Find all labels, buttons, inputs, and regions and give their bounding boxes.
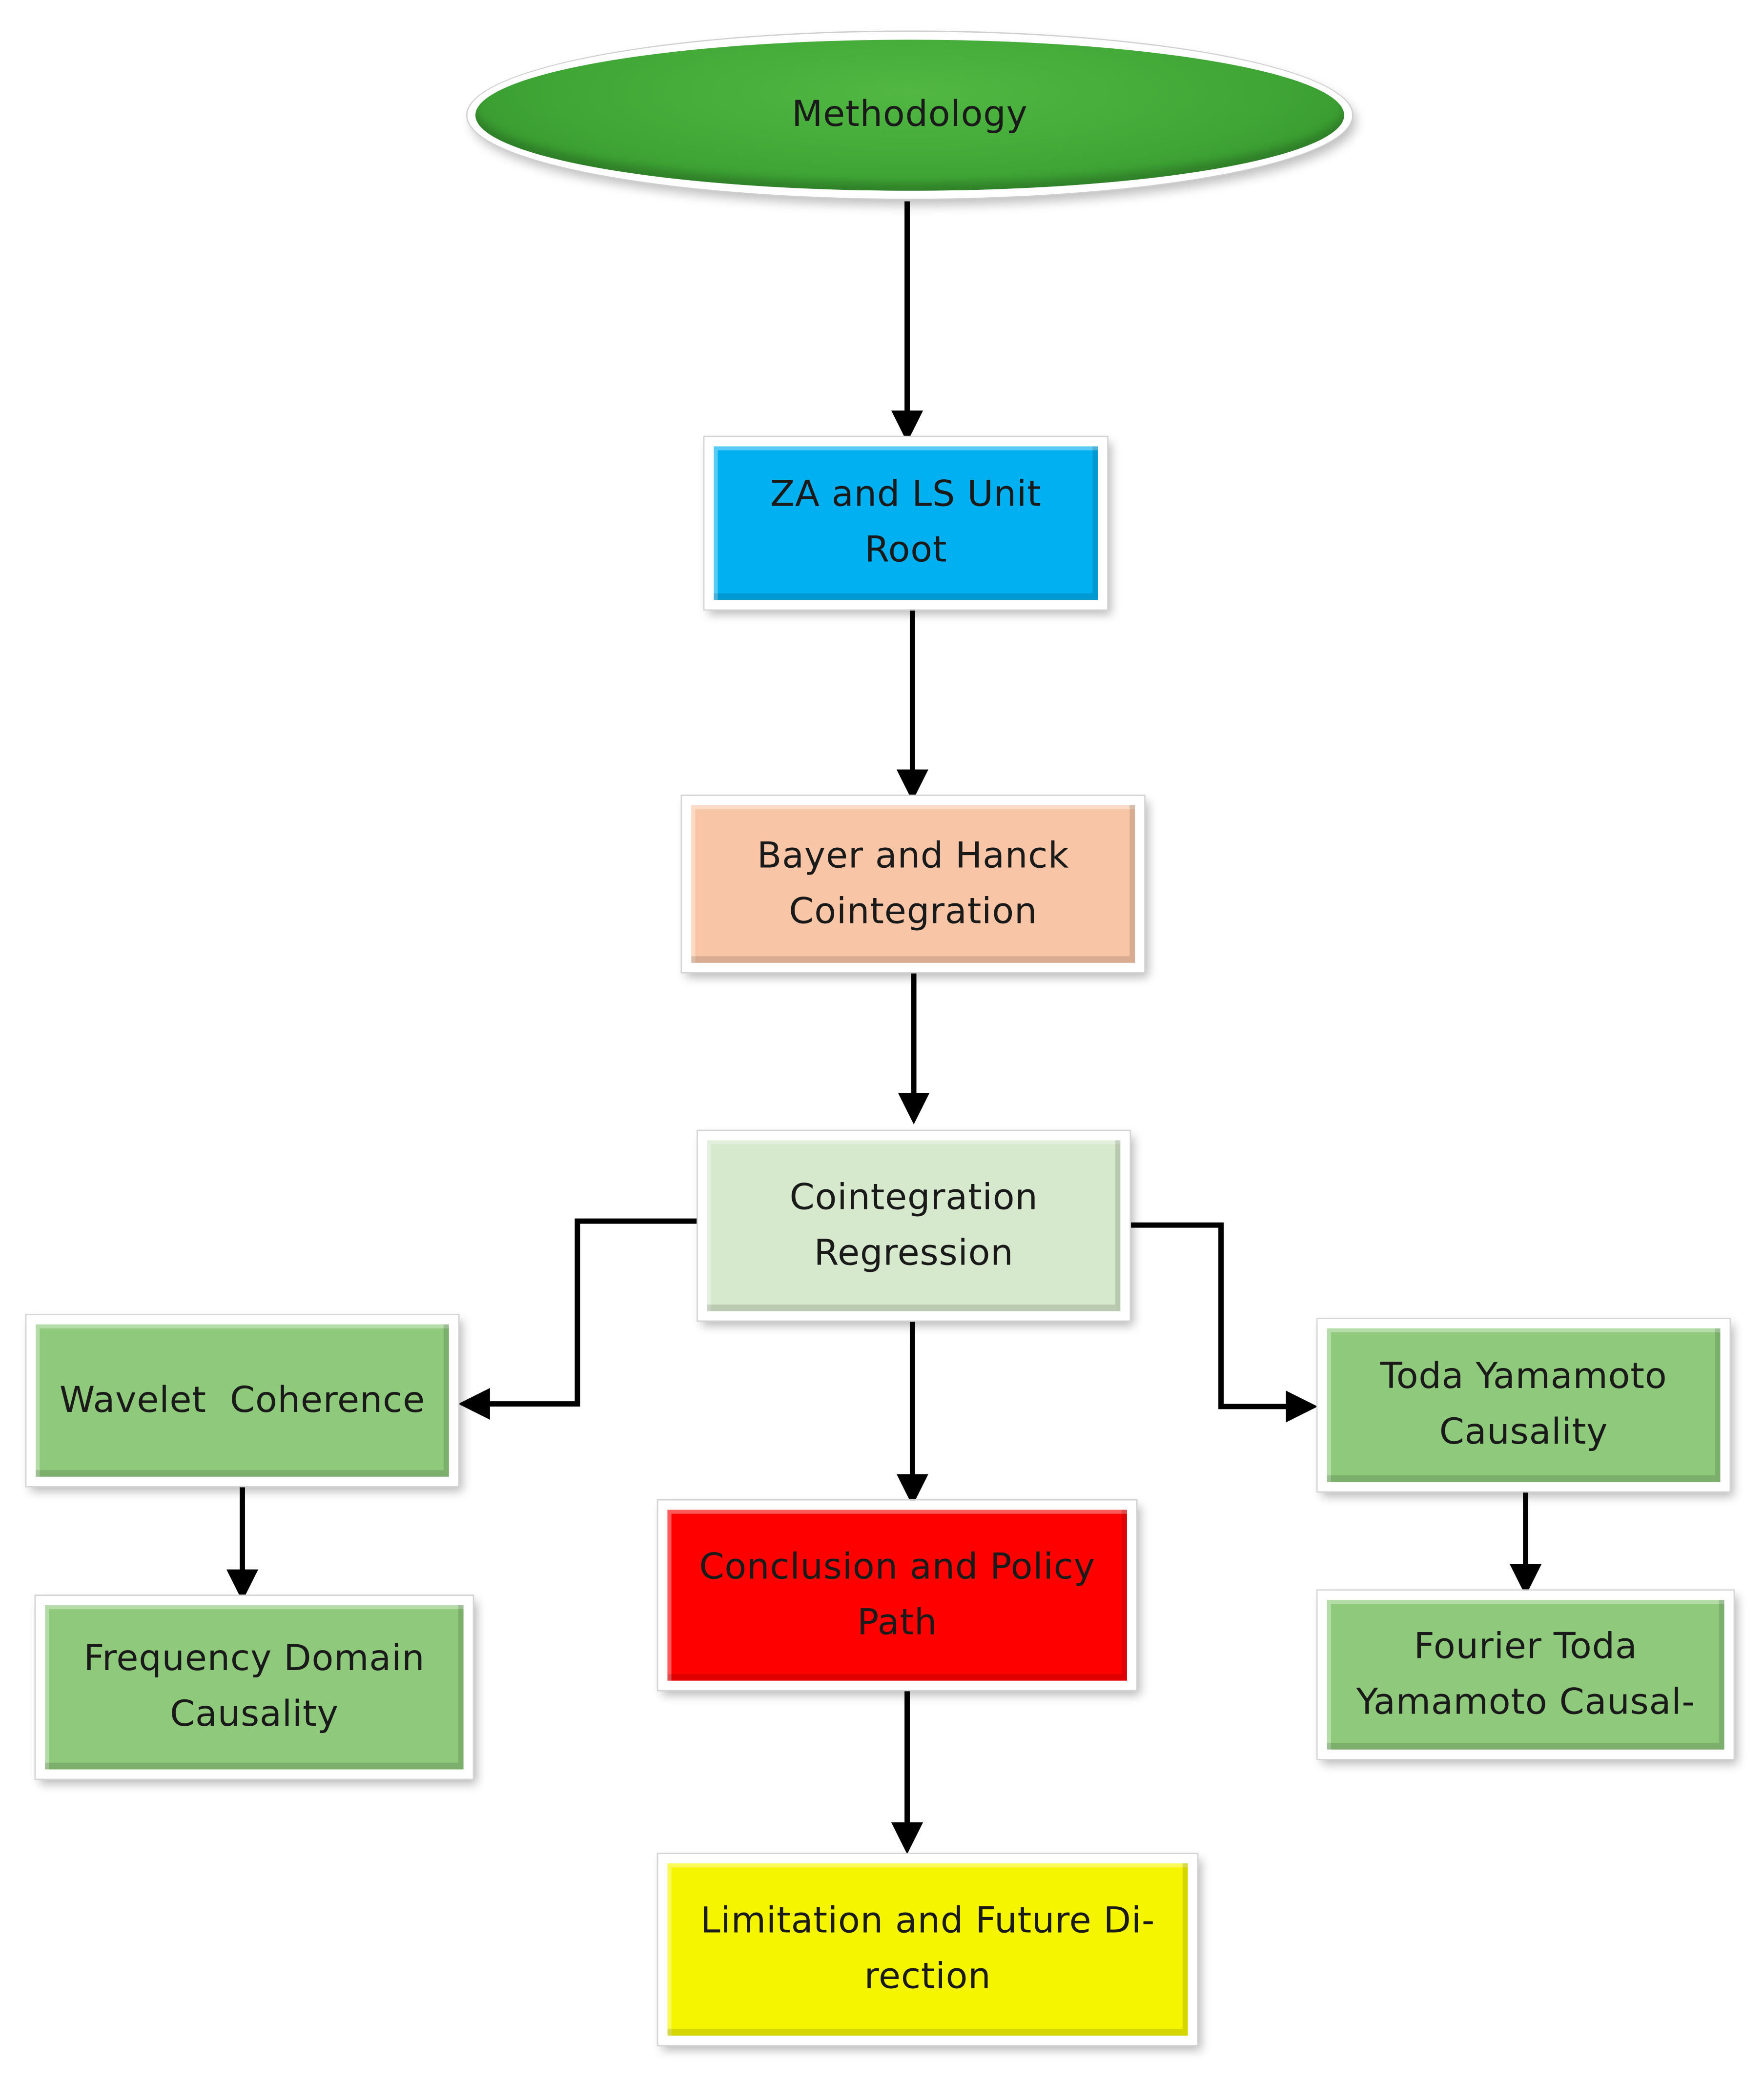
limitation-future-direction-label: Limitation and Future Di-rection bbox=[700, 1900, 1155, 1998]
za-ls-unit-root-node: ZA and LS Unit Root bbox=[704, 437, 1108, 610]
limitation-future-direction-node: Limitation and Future Di-rection bbox=[658, 1854, 1197, 2045]
bayer-hanck-cointegration-label: Bayer and Hanck Cointegration bbox=[757, 835, 1069, 932]
arrow-cointegration-regression-to-toda bbox=[1129, 1222, 1318, 1423]
cointegration-regression-node: Cointegration Regression bbox=[697, 1131, 1130, 1321]
methodology-label: Methodology bbox=[792, 94, 1028, 136]
toda-yamamoto-causality-label: Toda Yamamoto Causality bbox=[1380, 1356, 1667, 1453]
fourier-toda-yamamoto-causality-label: Fourier Toda Yamamoto Causal- bbox=[1356, 1626, 1695, 1723]
fourier-toda-yamamoto-causality-node: Fourier Toda Yamamoto Causal- bbox=[1317, 1591, 1734, 1759]
arrow-cointegration-regression-to-wavelet bbox=[458, 1218, 698, 1420]
conclusion-policy-path-node: Conclusion and Policy Path bbox=[658, 1500, 1136, 1690]
methodology-node: Methodology bbox=[467, 32, 1353, 199]
wavelet-coherence-node: Wavelet Coherence bbox=[26, 1315, 458, 1486]
frequency-domain-causality-node: Frequency Domain Causality bbox=[36, 1596, 473, 1779]
toda-yamamoto-causality-node: Toda Yamamoto Causality bbox=[1317, 1319, 1730, 1491]
conclusion-policy-path-label: Conclusion and Policy Path bbox=[699, 1546, 1095, 1643]
frequency-domain-causality-label: Frequency Domain Causality bbox=[83, 1638, 425, 1735]
wavelet-coherence-label: Wavelet Coherence bbox=[59, 1379, 426, 1421]
cointegration-regression-label: Cointegration Regression bbox=[789, 1177, 1038, 1274]
za-ls-unit-root-label: ZA and LS Unit Root bbox=[770, 474, 1042, 571]
bayer-hanck-cointegration-node: Bayer and Hanck Cointegration bbox=[682, 796, 1145, 972]
